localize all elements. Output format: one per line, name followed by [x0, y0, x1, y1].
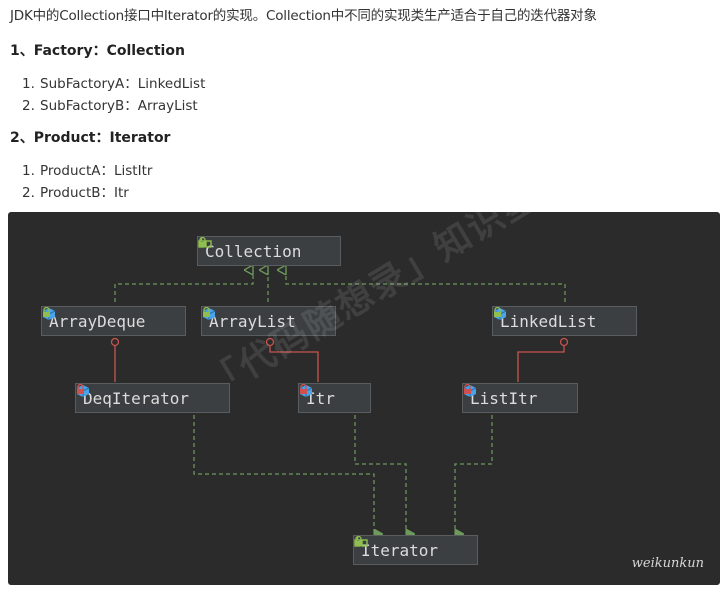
- edge-arraydeque-collection: [114, 270, 253, 302]
- list-text: SubFactoryA：LinkedList: [40, 76, 206, 92]
- edge-itr-iterator: [354, 415, 406, 534]
- private-lock-icon: [77, 384, 84, 394]
- author-signature: weikunkun: [631, 556, 704, 571]
- list-text: ProductA：ListItr: [40, 163, 153, 179]
- node-arraylist[interactable]: ArrayList: [201, 306, 336, 336]
- list-item: 1. ProductA：ListItr: [22, 159, 152, 179]
- list-number: 2.: [22, 98, 35, 114]
- inner-marker-linkedlist: [559, 337, 569, 347]
- node-deqiterator[interactable]: DeqIterator: [75, 383, 230, 413]
- intro-text: JDK中的Collection接口中Iterator的实现。Collection…: [10, 8, 597, 24]
- node-itr[interactable]: Itr: [298, 383, 371, 413]
- edge-listitr-iterator: [454, 415, 493, 534]
- list-item: 2. ProductB：Itr: [22, 181, 129, 201]
- public-lock-icon: [355, 536, 362, 546]
- list-text: SubFactoryB：ArrayList: [40, 98, 198, 114]
- node-linkedlist[interactable]: LinkedList: [492, 306, 637, 336]
- inner-marker-arraylist: [265, 337, 275, 347]
- node-listitr[interactable]: ListItr: [462, 383, 578, 413]
- node-label: DeqIterator: [83, 388, 189, 408]
- private-lock-icon: [464, 384, 471, 394]
- node-label: ArrayDeque: [49, 311, 146, 331]
- private-lock-icon: [300, 384, 307, 394]
- node-label: LinkedList: [500, 311, 597, 331]
- node-arraydeque[interactable]: ArrayDeque: [41, 306, 186, 336]
- edge-deqiterator-iterator: [193, 415, 374, 534]
- node-iterator[interactable]: Iterator: [353, 535, 478, 565]
- list-item: 1. SubFactoryA：LinkedList: [22, 72, 205, 92]
- list-number: 2.: [22, 185, 35, 201]
- public-lock-icon: [203, 307, 210, 317]
- inner-marker-arraydeque: [110, 337, 120, 347]
- public-lock-icon: [199, 237, 206, 247]
- public-lock-icon: [43, 307, 50, 317]
- section-heading-factory: 1、Factory：Collection: [10, 43, 185, 59]
- node-collection[interactable]: Collection: [197, 236, 341, 266]
- list-item: 2. SubFactoryB：ArrayList: [22, 94, 198, 114]
- edge-listitr-linkedlist: [517, 340, 565, 382]
- diagram-edges: [110, 212, 569, 585]
- edge-linkedlist-collection: [286, 270, 566, 302]
- node-label: Collection: [205, 241, 302, 261]
- public-lock-icon: [494, 307, 501, 317]
- node-label: ListItr: [470, 388, 538, 408]
- list-number: 1.: [22, 76, 35, 92]
- section-heading-product: 2、Product：Iterator: [10, 130, 171, 146]
- list-number: 1.: [22, 163, 35, 179]
- list-text: ProductB：Itr: [40, 185, 129, 201]
- node-label: Iterator: [361, 540, 439, 560]
- node-label: Itr: [306, 388, 335, 408]
- uml-diagram: Collection ArrayDeque ArrayList LinkedLi…: [8, 212, 720, 585]
- node-label: ArrayList: [209, 311, 296, 331]
